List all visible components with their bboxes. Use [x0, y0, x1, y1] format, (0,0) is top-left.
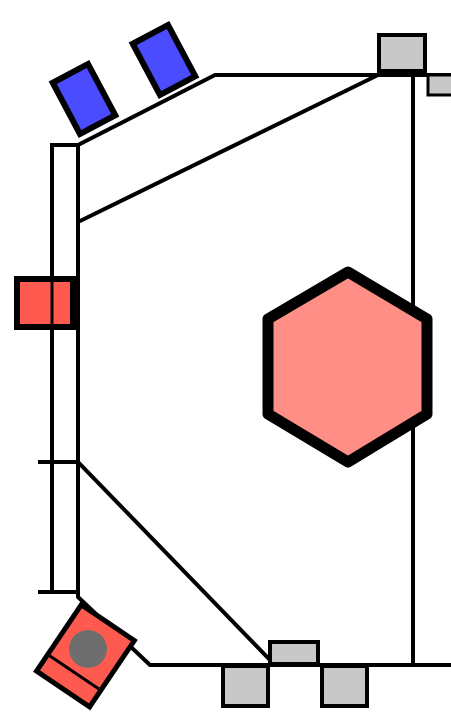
red-tile-left[interactable]	[14, 276, 76, 330]
gray-tile-bottom-small[interactable]	[268, 640, 320, 666]
red-tile-bottom-divider	[46, 653, 102, 692]
gray-tile-bottom-left[interactable]	[221, 664, 270, 708]
blue-tile-1[interactable]	[48, 59, 120, 139]
blue-tile-2[interactable]	[128, 20, 200, 100]
gray-tile-top-right-edge[interactable]	[426, 73, 451, 97]
lower-diagonal-wall	[76, 460, 272, 662]
upper-diagonal-wall	[77, 73, 379, 224]
hexagon-tile[interactable]	[262, 266, 433, 468]
gray-tile-top-right[interactable]	[377, 33, 427, 73]
gray-tile-bottom-right[interactable]	[320, 664, 369, 708]
gray-token[interactable]	[69, 630, 107, 668]
